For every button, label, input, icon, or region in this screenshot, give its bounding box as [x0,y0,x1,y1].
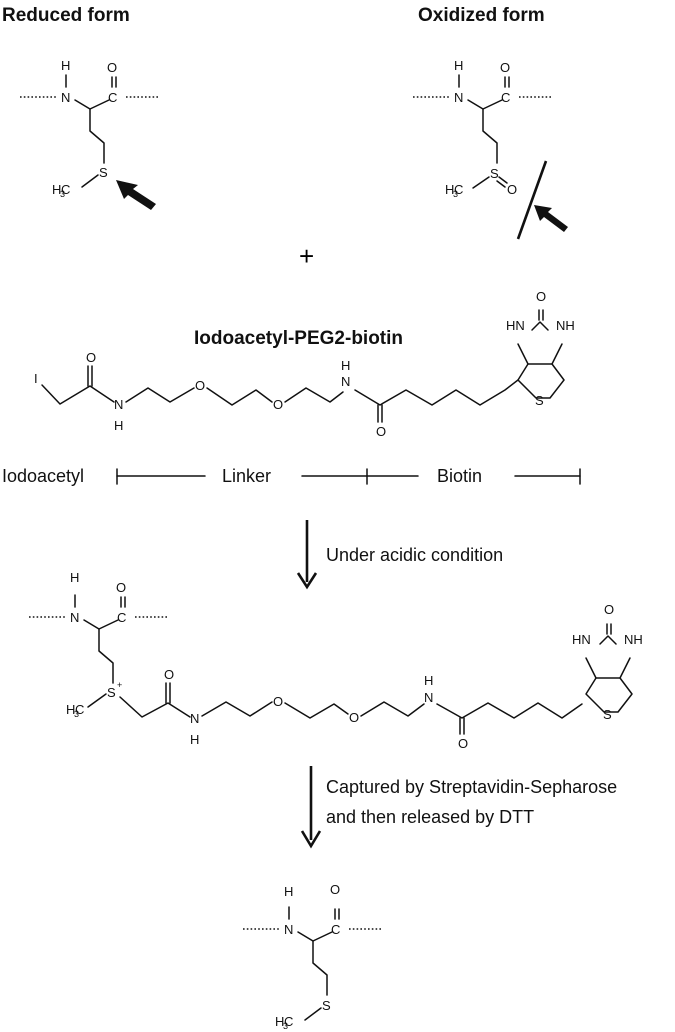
atom-c: C [108,90,117,105]
atom-n: N [114,397,123,412]
atom-n: N [341,374,350,389]
methyl-subscript: 3 [283,1021,288,1031]
linker-label: Linker [222,466,271,486]
reaction-arrow-1 [296,520,318,590]
atom-o: O [349,710,359,725]
atom-o: O [500,60,510,75]
reaction-arrow-2 [300,766,322,849]
atom-h: H [70,570,79,585]
atom-c: C [501,90,510,105]
atom-h: H [114,418,123,433]
methyl-c: C [61,182,70,197]
plus-sign: + [299,241,314,271]
atom-c: C [331,922,340,937]
atom-h: H [424,673,433,688]
released-methionine-structure: H N O C S H C 3 [242,882,384,1031]
atom-i: I [34,371,38,386]
atom-s: S [322,998,331,1013]
methyl-label: H [445,182,454,197]
methyl-label: H [275,1014,284,1029]
methyl-c: C [454,182,463,197]
atom-h: H [341,358,350,373]
atom-h: H [284,884,293,899]
methyl-c: C [284,1014,293,1029]
atom-n: N [284,922,293,937]
atom-o: O [107,60,117,75]
atom-o: O [273,397,283,412]
atom-s: S [107,685,116,700]
sulfonium-charge: + [117,680,122,690]
sulfonium-adduct-structure: H N O C S + H C 3 O N H O O N H O S HN N… [28,570,643,751]
bold-arrow-icon [534,205,568,232]
atom-o: O [195,378,205,393]
atom-o: O [458,736,468,751]
reduced-form-title: Reduced form [2,5,130,26]
methyl-label: H [52,182,61,197]
methyl-subscript: 3 [74,709,79,719]
atom-c: C [117,610,126,625]
reduced-methionine-structure: H N O C S H C 3 [19,58,161,199]
methyl-subscript: 3 [453,189,458,199]
oxidized-form-title: Oxidized form [418,5,545,26]
iodoacetyl-peg2-biotin-structure: I O N H O O N H O S HN NH O [34,289,575,439]
slash-icon [516,160,548,240]
atom-s: S [490,166,499,181]
atom-o: O [376,424,386,439]
atom-h: H [190,732,199,747]
atom-n: N [61,90,70,105]
atom-s: S [535,393,544,408]
atom-s: S [603,707,612,722]
atom-nh: NH [624,632,643,647]
atom-hn: HN [506,318,525,333]
atom-hn: HN [572,632,591,647]
atom-o: O [86,350,96,365]
step2-label-line1: Captured by Streptavidin-Sepharose [326,777,617,797]
atom-o: O [330,882,340,897]
atom-n: N [190,711,199,726]
step2-label-line2: and then released by DTT [326,807,534,827]
reagent-title: Iodoacetyl-PEG2-biotin [194,328,403,349]
segment-ruler: Iodoacetyl Linker Biotin [2,466,581,486]
atom-nh: NH [556,318,575,333]
atom-n: N [70,610,79,625]
atom-n: N [454,90,463,105]
methyl-label: H [66,702,75,717]
methyl-subscript: 3 [60,189,65,199]
atom-h: H [454,58,463,73]
atom-o: O [273,694,283,709]
atom-o: O [164,667,174,682]
biotin-label: Biotin [437,466,482,486]
methyl-c: C [75,702,84,717]
iodoacetyl-label: Iodoacetyl [2,466,84,486]
atom-o: O [536,289,546,304]
atom-o: O [116,580,126,595]
atom-n: N [424,690,433,705]
oxidized-methionine-structure: H N O C S O H C 3 [412,58,554,199]
step1-label: Under acidic condition [326,545,503,565]
atom-s: S [99,165,108,180]
bold-arrow-icon [116,180,156,210]
atom-h: H [61,58,70,73]
sulfoxide-o: O [507,182,517,197]
atom-o: O [604,602,614,617]
